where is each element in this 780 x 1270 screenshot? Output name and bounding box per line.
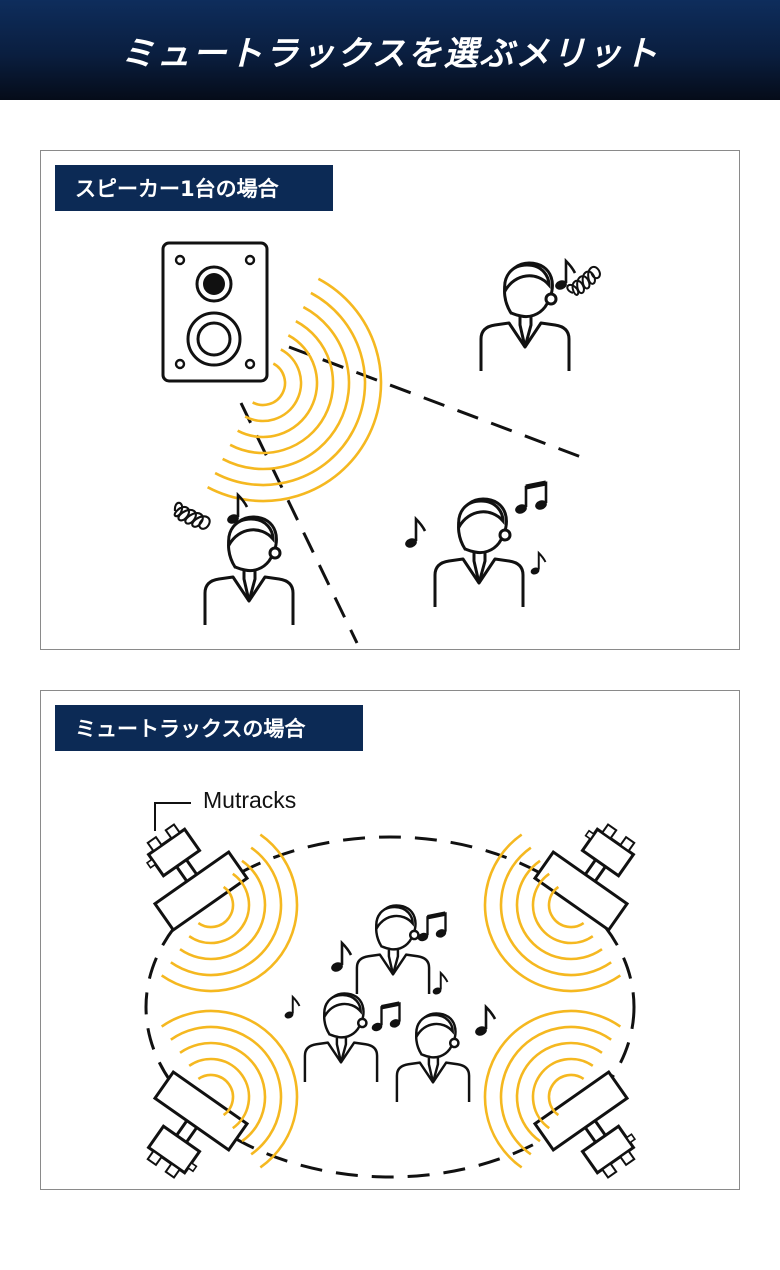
music-note-icon	[282, 996, 301, 1021]
panel-mutracks: ミュートラックスの場合 Mutracks	[40, 690, 740, 1190]
mutracks-diagram	[122, 802, 660, 1189]
mutracks-speaker-icon	[533, 1070, 660, 1189]
music-note-icon	[402, 517, 427, 551]
music-note-icon	[472, 1005, 497, 1039]
mutracks-speaker-icon	[122, 806, 249, 932]
music-note-icon	[528, 552, 547, 577]
dashed-coverage-ellipse	[144, 835, 636, 1179]
mutracks-callout-label: Mutracks	[203, 787, 297, 813]
callout-line	[154, 802, 191, 831]
person-icon	[395, 1012, 471, 1104]
panel-label: ミュートラックスの場合	[55, 705, 363, 751]
panel-single-speaker: スピーカー1台の場合	[40, 150, 740, 650]
mutracks-speaker-icon	[533, 806, 660, 932]
music-note-icon	[514, 483, 548, 515]
dashed-boundary-line	[239, 402, 359, 644]
dashed-boundary-line	[288, 345, 582, 459]
person-icon	[203, 515, 295, 627]
music-note-icon	[430, 972, 449, 997]
person-icon	[303, 992, 379, 1084]
panel-label: スピーカー1台の場合	[55, 165, 333, 211]
speaker-icon	[161, 241, 269, 383]
person-icon	[479, 261, 571, 373]
person-icon	[355, 904, 431, 996]
mutracks-speaker-icon	[122, 1070, 249, 1189]
page-title: ミュートラックスを選ぶメリット	[120, 33, 660, 74]
noise-spiral-icon	[169, 500, 213, 534]
music-note-icon	[328, 941, 353, 975]
page-header: ミュートラックスを選ぶメリット	[0, 0, 780, 100]
person-icon	[433, 497, 525, 609]
single-speaker-diagram	[161, 241, 605, 644]
music-note-icon	[371, 1004, 402, 1033]
music-note-icon	[417, 914, 448, 943]
